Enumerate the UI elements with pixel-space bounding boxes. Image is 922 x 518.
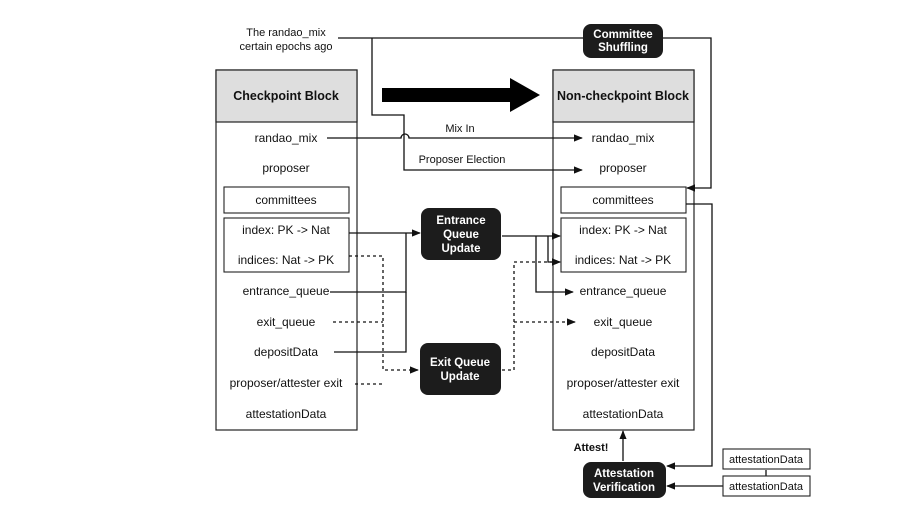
label-mix-in: Mix In [445,123,474,135]
edge-mix-in [327,133,583,142]
entrance-queue-update-node [421,208,501,260]
input-attestation-1: attestationData [729,454,804,466]
entrance-queue-update-line2: Queue [443,229,479,241]
attestation-verification-line1: Attestation [594,468,654,480]
right-field-entrance-queue: entrance_queue [580,284,667,298]
randao-note-line2: certain epochs ago [240,41,333,53]
edges: Mix In Proposer Election Attest! [327,37,767,490]
left-field-index: index: PK -> Nat [242,223,330,237]
non-checkpoint-block-title: Non-checkpoint Block [557,89,689,103]
left-field-randao-mix: randao_mix [255,131,318,145]
edge-committees-to-verification [666,203,713,470]
exit-queue-update-line1: Exit Queue [430,357,490,369]
non-checkpoint-block: Non-checkpoint Block randao_mix proposer… [552,69,695,431]
left-field-committees: committees [255,193,316,207]
edge-deposit-in [334,292,407,353]
edge-randao-to-proposer [371,38,583,174]
entrance-queue-update-line3: Update [442,243,481,255]
committee-shuffling-line1: Committee [593,29,652,41]
checkpoint-block: Checkpoint Block randao_mix proposer com… [215,69,358,431]
transition-arrow [382,78,540,112]
right-field-index: index: PK -> Nat [579,223,667,237]
label-proposer-election: Proposer Election [419,154,506,166]
entrance-queue-update-line1: Entrance [436,215,485,227]
label-attest: Attest! [574,442,609,454]
randao-note-line1: The randao_mix [246,27,326,39]
edge-shuffling-to-committees [663,37,712,192]
attestation-verification-node [583,462,666,498]
attestation-verification-line2: Verification [593,482,655,494]
right-field-exit-queue: exit_queue [594,315,653,329]
left-field-deposit-data: depositData [254,345,318,359]
checkpoint-block-title: Checkpoint Block [233,89,339,103]
committee-shuffling-line2: Shuffling [598,42,648,54]
left-field-attestation-data: attestationData [246,407,327,421]
left-field-indices: indices: Nat -> PK [238,253,334,267]
right-field-deposit-data: depositData [591,345,655,359]
committee-shuffling-node [583,24,663,58]
exit-queue-update-line2: Update [441,371,480,383]
left-field-exit-queue: exit_queue [257,315,316,329]
right-field-committees: committees [592,193,653,207]
input-attestation-box-2 [722,475,811,497]
input-attestation-2: attestationData [729,481,804,493]
input-attestation-box-1 [722,448,811,470]
exit-queue-update-node [420,343,501,395]
right-field-indices: indices: Nat -> PK [575,253,671,267]
right-field-randao-mix: randao_mix [592,131,655,145]
edge-entrance-out-queue [535,236,574,296]
right-field-exit: proposer/attester exit [567,376,680,390]
left-field-entrance-queue: entrance_queue [243,284,330,298]
edge-indices-to-exit [349,255,419,374]
left-field-exit: proposer/attester exit [230,376,343,390]
edge-exit-out-indices [502,258,561,371]
right-field-attestation-data: attestationData [583,407,664,421]
left-field-proposer: proposer [262,161,309,175]
right-field-proposer: proposer [599,161,646,175]
